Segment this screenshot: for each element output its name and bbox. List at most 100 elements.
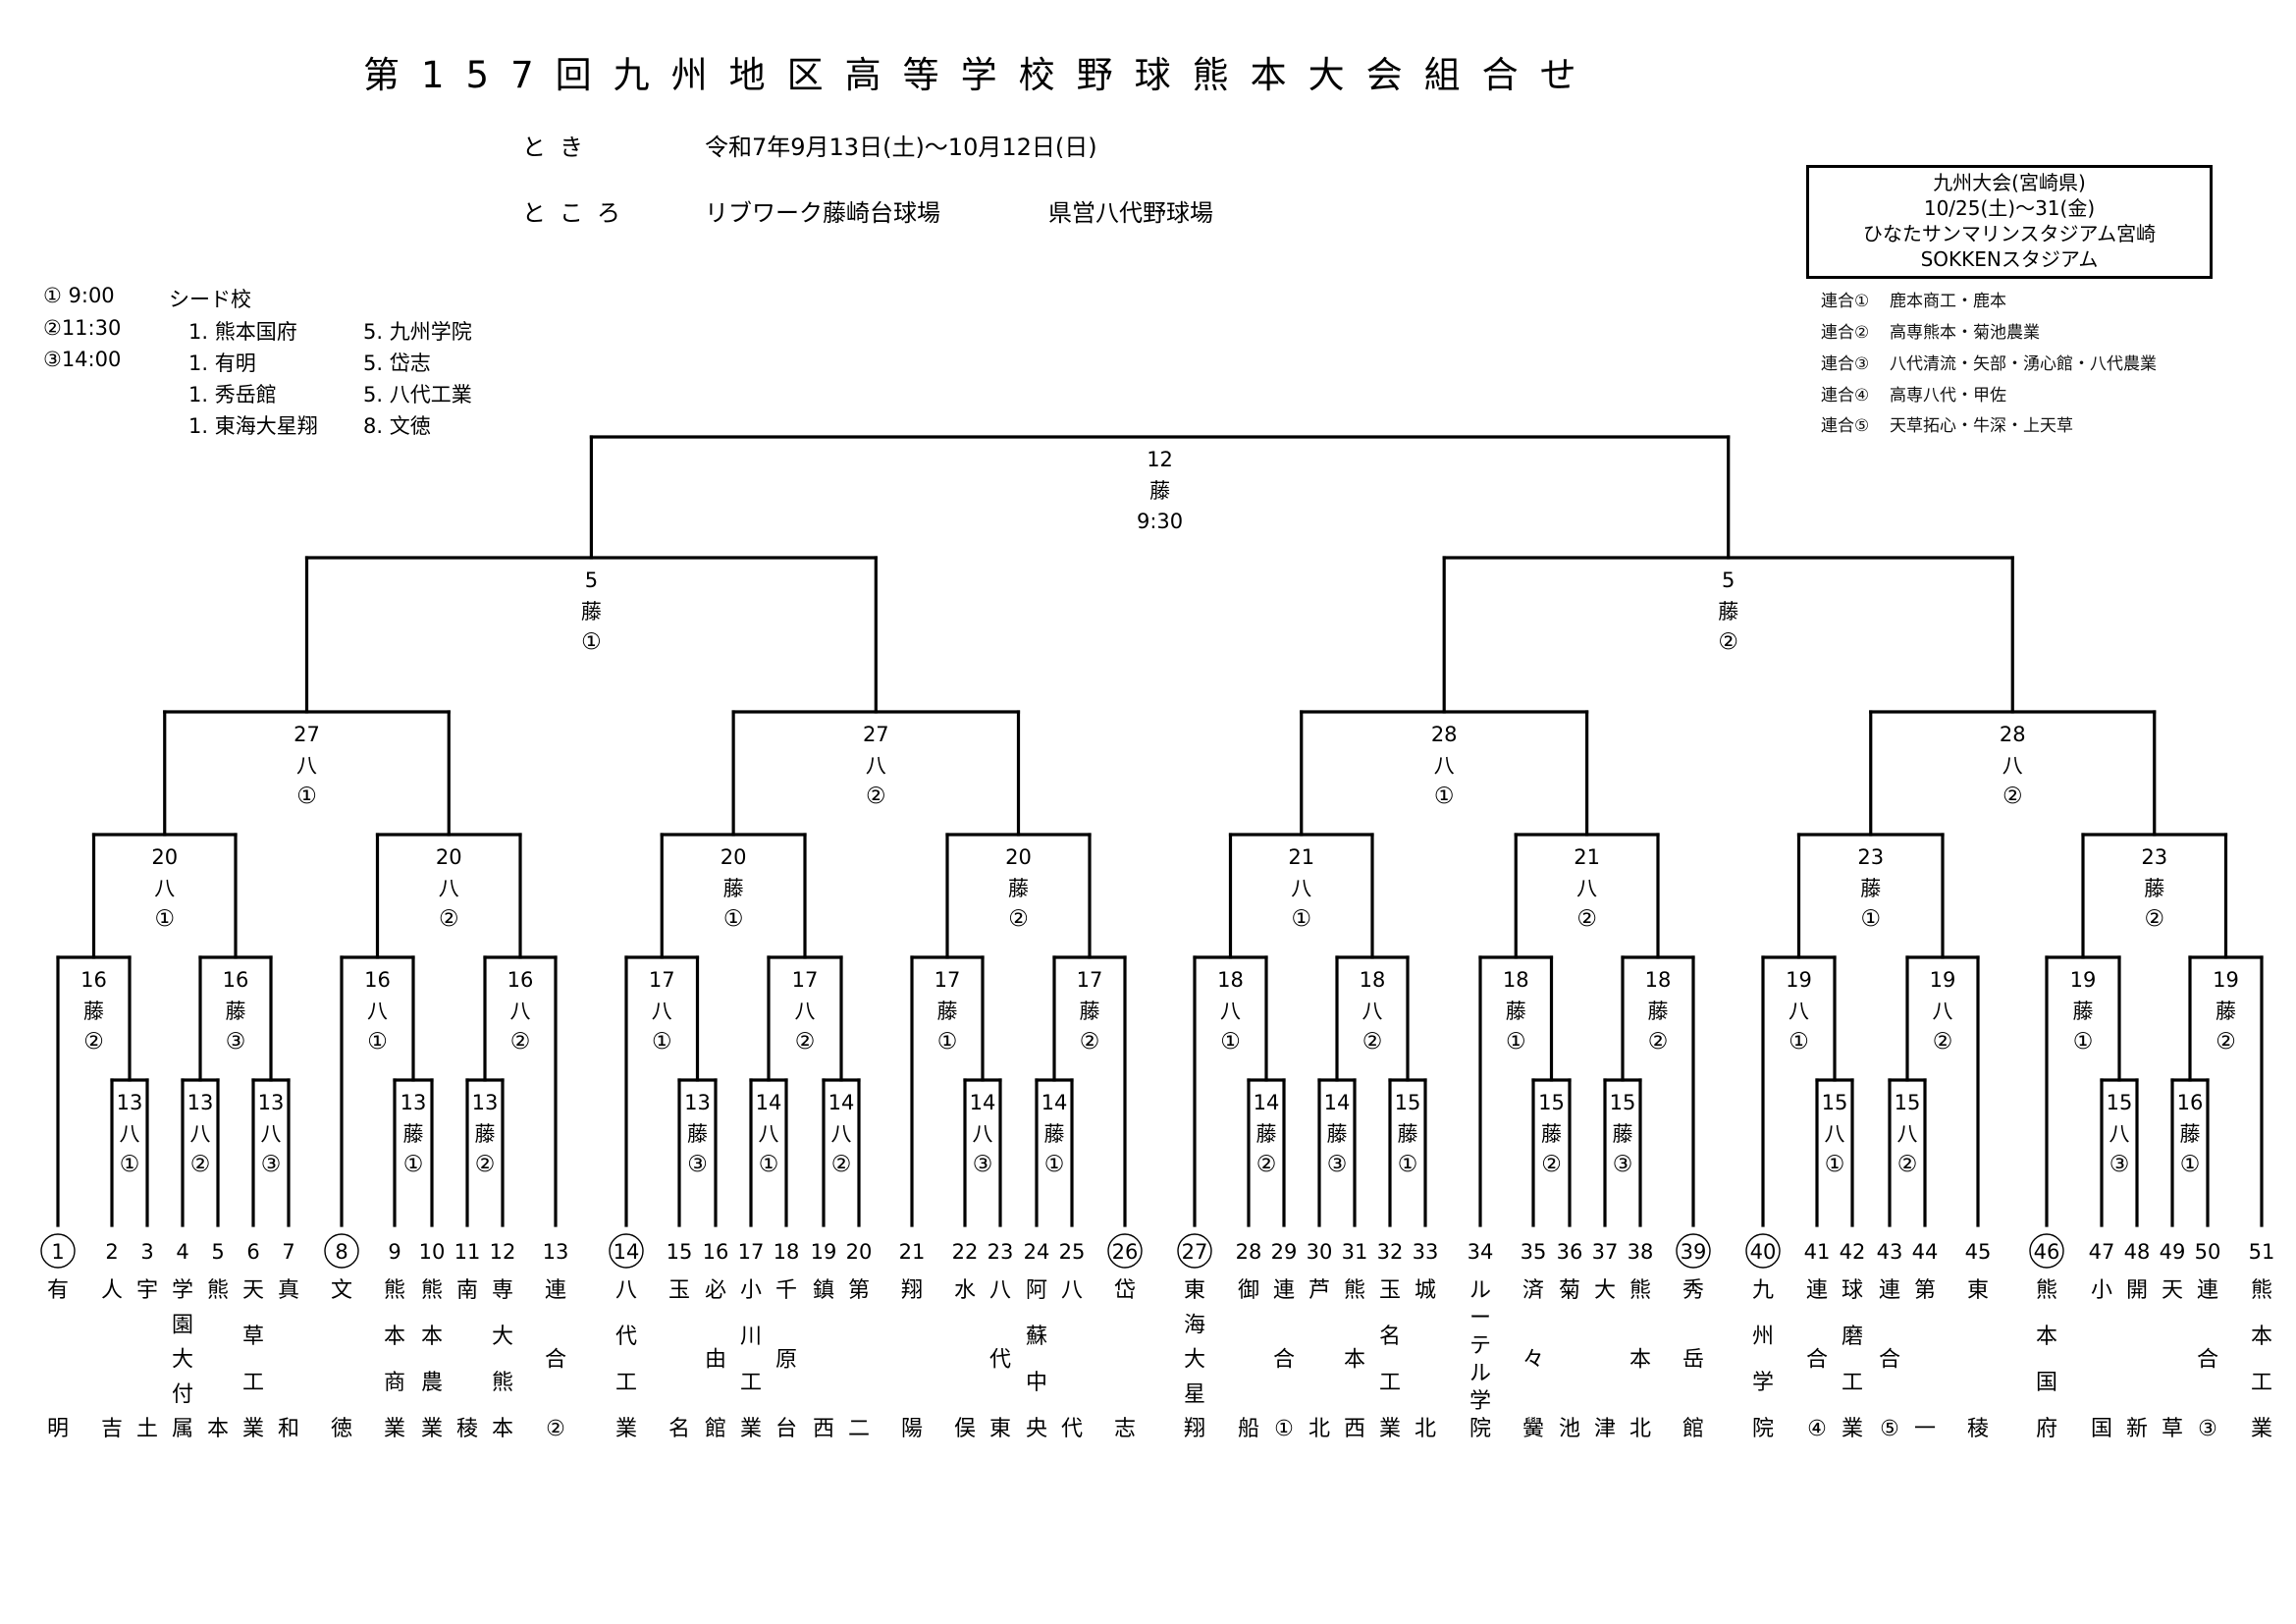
team-name-char: 岱 [1114, 1278, 1136, 1303]
team-name-char: 黌 [1522, 1417, 1544, 1441]
team-name-char: 文 [331, 1278, 352, 1303]
team-number: 34 [1468, 1240, 1494, 1264]
team-number: 39 [1681, 1240, 1707, 1264]
round2-label-slot: ① [367, 1029, 388, 1055]
when-value: 令和7年9月13日(土)〜10月12日(日) [705, 134, 1097, 161]
combined-team-members: 高専熊本・菊池農業 [1890, 323, 2040, 343]
round3-label-venue: 八 [1291, 877, 1311, 900]
quarterfinal-label-date: 27 [863, 723, 889, 746]
team-name-char: 真 [278, 1278, 299, 1303]
round3-label-venue: 藤 [2144, 877, 2164, 900]
semifinal-label-date: 5 [585, 568, 598, 592]
round2-label-date: 19 [2070, 968, 2097, 992]
team-number: 36 [1557, 1240, 1583, 1264]
team-name-char: 開 [2126, 1278, 2148, 1303]
round1-label-date: 13 [117, 1091, 143, 1114]
round2-label-date: 16 [507, 968, 534, 992]
round2-label-slot: ① [1506, 1029, 1526, 1055]
round1-label-venue: 八 [190, 1122, 211, 1146]
team-number: 42 [1840, 1240, 1866, 1264]
team-name-char: 御 [1238, 1278, 1259, 1303]
team-name-char: 学 [172, 1278, 193, 1303]
team-name-char: 俣 [954, 1417, 976, 1441]
team-name-char: 磨 [1842, 1325, 1863, 1349]
round1-label-date: 16 [2177, 1091, 2204, 1114]
round2-label-venue: 藤 [2216, 1000, 2236, 1023]
round1-label-venue: 藤 [475, 1122, 496, 1146]
team-name-char: 岳 [1682, 1348, 1704, 1373]
team-name-char: 熊 [384, 1278, 405, 1303]
team-name-char: 本 [384, 1325, 405, 1349]
quarterfinal-label-slot: ① [1434, 784, 1455, 809]
team-number: 26 [1112, 1240, 1139, 1264]
team-name-char: 徳 [331, 1417, 352, 1441]
round3-label-slot: ② [439, 906, 459, 932]
seed-circle-icon [1177, 1233, 1212, 1269]
team-name-char: 秀 [1682, 1278, 1704, 1303]
team-name-char: 翔 [901, 1278, 923, 1303]
team-number: 44 [1912, 1240, 1939, 1264]
team-name-char: 業 [384, 1417, 405, 1441]
round1-label-date: 15 [1395, 1091, 1421, 1114]
page-title: 第157回九州地区高等学校野球熊本大会組合せ [363, 54, 1598, 96]
seed-entry: 5. 九州学院 [363, 320, 472, 344]
team-name-char: 本 [2036, 1325, 2057, 1349]
team-name-char: 熊 [492, 1371, 513, 1395]
team-name-char: 宇 [136, 1278, 158, 1303]
round2-label-slot: ① [2073, 1029, 2094, 1055]
seed-circle-icon [2029, 1233, 2064, 1269]
team-name-char: 大 [1184, 1348, 1205, 1373]
seed-circle-icon [1745, 1233, 1781, 1269]
team-name-char: 東 [989, 1417, 1011, 1441]
team-name-char: 東 [1184, 1278, 1205, 1303]
team-name-char: 水 [954, 1278, 976, 1303]
team-number: 19 [811, 1240, 837, 1264]
team-name-char: 業 [242, 1417, 264, 1441]
quarterfinal-label-date: 28 [2000, 723, 2026, 746]
team-number: 40 [1750, 1240, 1777, 1264]
quarterfinal-label-slot: ② [2002, 784, 2023, 809]
team-name-char: 名 [1379, 1325, 1401, 1349]
round1-label-date: 13 [258, 1091, 285, 1114]
team-name-char: 国 [2036, 1371, 2057, 1395]
round3-label-date: 20 [436, 845, 462, 869]
team-number: 33 [1413, 1240, 1439, 1264]
seed-circle-icon [609, 1233, 644, 1269]
team-name-char: 熊 [2036, 1278, 2057, 1303]
round2-label-date: 19 [1786, 968, 1812, 992]
round1-label-venue: 藤 [1613, 1122, 1633, 1146]
round2-label-slot: ② [2216, 1029, 2236, 1055]
team-name-char: 業 [740, 1417, 762, 1441]
team-name-char: 合 [545, 1348, 566, 1373]
quarterfinal-label-venue: 八 [2002, 754, 2023, 778]
round2-label-slot: ① [937, 1029, 958, 1055]
seed-circle-icon [1107, 1233, 1143, 1269]
team-name-char: 熊 [2251, 1278, 2272, 1303]
round1-label-date: 13 [187, 1091, 214, 1114]
round2-label-venue: 藤 [1080, 1000, 1100, 1023]
team-number: 38 [1628, 1240, 1654, 1264]
round1-label-venue: 八 [1825, 1122, 1845, 1146]
team-name-char: 本 [2251, 1325, 2272, 1349]
round1-label-date: 13 [400, 1091, 427, 1114]
team-number: 31 [1342, 1240, 1368, 1264]
round2-label-venue: 藤 [2073, 1000, 2094, 1023]
seed-entry: 1. 秀岳館 [188, 383, 277, 406]
team-name-char: 商 [384, 1371, 405, 1395]
seed-entry: 5. 八代工業 [363, 383, 472, 406]
round1-label-slot: ② [190, 1152, 211, 1177]
team-name-char: 業 [2251, 1417, 2272, 1441]
seed-entry: 1. 東海大星翔 [188, 414, 318, 438]
team-name-char: 工 [242, 1371, 264, 1395]
round2-label-venue: 八 [1789, 1000, 1809, 1023]
team-number: 2 [105, 1240, 118, 1264]
round2-label-slot: ② [1362, 1029, 1383, 1055]
combined-team-key: 連合② [1821, 323, 1870, 343]
team-name-char: 業 [615, 1417, 637, 1441]
semifinal-label-slot: ① [581, 629, 602, 655]
round2-label-venue: 藤 [937, 1000, 958, 1023]
team-name-char: 原 [775, 1348, 797, 1373]
round3-label-slot: ① [723, 906, 744, 932]
team-name-char: 鎮 [813, 1278, 834, 1303]
